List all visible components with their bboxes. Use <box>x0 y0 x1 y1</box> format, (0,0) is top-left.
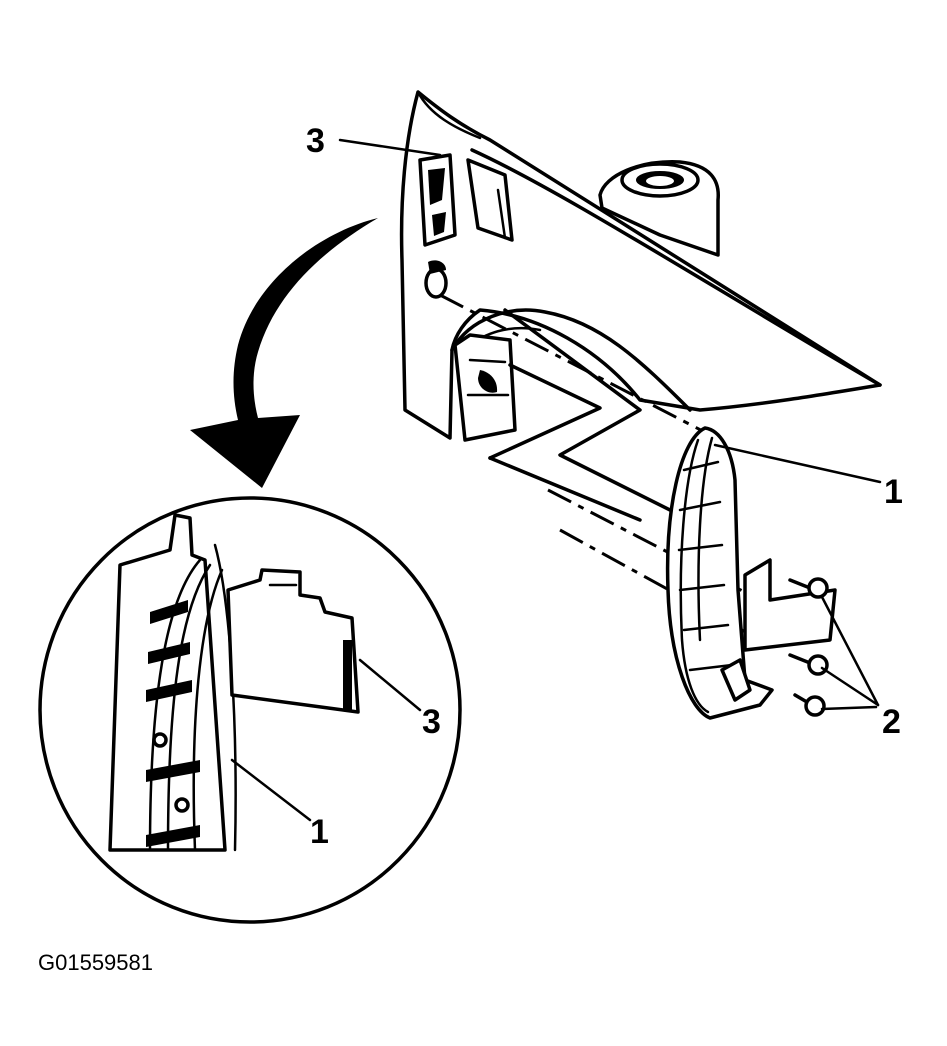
screw-top <box>788 577 829 599</box>
screw-bottom <box>793 693 826 717</box>
screws <box>788 577 829 717</box>
mount-boss <box>598 160 720 257</box>
callout-2-right: 2 <box>882 703 901 741</box>
callout-1-right: 1 <box>884 473 903 511</box>
panel-body <box>399 90 882 442</box>
curved-arrow-icon <box>190 218 378 488</box>
figure-id: G01559581 <box>38 950 153 975</box>
callout-1-detail: 1 <box>310 813 329 851</box>
leader-lines <box>230 138 882 822</box>
lamp-housing <box>665 426 837 720</box>
callout-3-top: 3 <box>306 122 325 160</box>
callout-3-detail: 3 <box>422 703 441 741</box>
callout-labels: 3 1 2 3 1 <box>306 122 903 851</box>
detail-view <box>38 496 462 924</box>
screw-middle <box>788 653 829 676</box>
